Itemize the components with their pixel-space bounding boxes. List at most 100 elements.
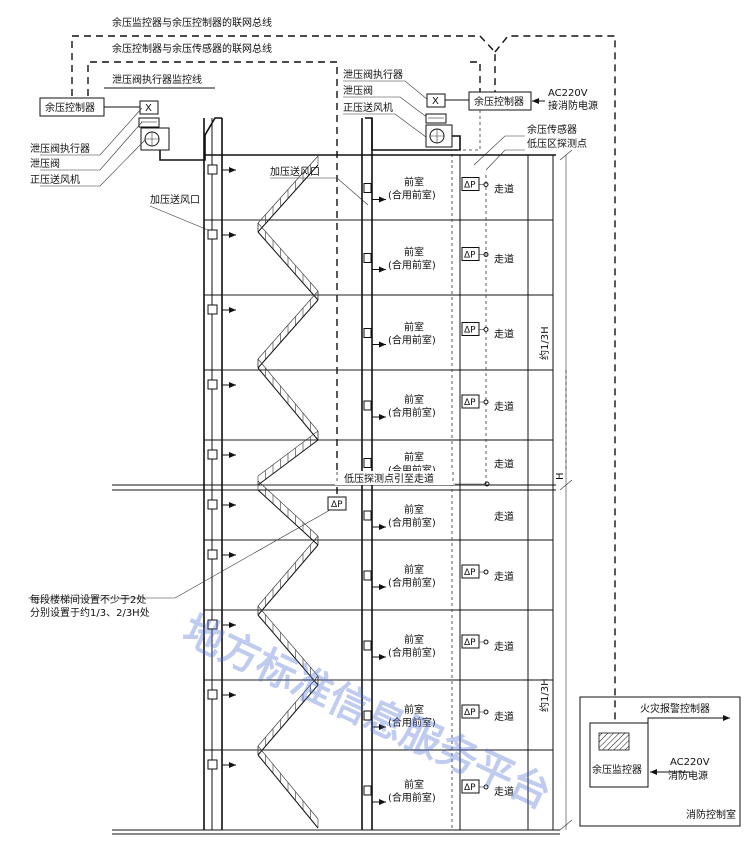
anteroom-label: 前室	[404, 321, 424, 334]
corridor-label: 走道	[494, 785, 514, 798]
monitor-box	[589, 722, 649, 788]
staircase	[257, 155, 319, 829]
probe-note: 低压探测点引至走道	[335, 471, 490, 487]
control-room-name: 消防控制室	[686, 808, 736, 821]
pressure-sensor	[461, 247, 480, 261]
control-power-line1: AC220V	[670, 757, 710, 768]
stair-supply-outlet	[207, 499, 218, 510]
anteroom-label: 前室	[404, 703, 424, 716]
pressure-sensor	[461, 322, 480, 336]
sensor-label: 余压传感器	[527, 123, 577, 136]
anteroom-label: 前室	[404, 778, 424, 791]
bus-controller-sensor: 余压控制器与余压传感器的联网总线	[87, 42, 481, 505]
probe-label: 低压区探测点	[527, 137, 587, 150]
dim-upper: 约1/3H	[538, 326, 551, 360]
fire-control-room: 余压监控器 火灾报警控制器 AC220V 消防电源 消防控制室	[579, 696, 741, 827]
right-controller-group: 泄压阀执行器 泄压阀 正压送风机 X 余压控制器 AC220V 接消防电源 余压…	[270, 68, 598, 206]
corridor-label: 走道	[494, 710, 514, 723]
left-valve-label: 泄压阀	[30, 157, 60, 170]
anteroom-supply-outlet	[363, 710, 372, 721]
dim-lower: 约1/3H	[538, 678, 551, 712]
left-controller-group: 余压控制器 泄压阀执行器监控线 X 泄压阀执行器 泄压阀 正压送风机 加压送风口	[30, 73, 222, 231]
anteroom-label: 前室	[404, 503, 424, 516]
anteroom-supply-outlet	[363, 183, 372, 193]
corridor-label: 走道	[494, 400, 514, 413]
stair-supply-outlet	[207, 304, 218, 315]
right-valve-label: 泄压阀	[343, 84, 373, 97]
left-relief-valve	[138, 117, 160, 128]
left-fan-label: 正压送风机	[30, 173, 80, 186]
left-actuator-label: 泄压阀执行器	[30, 142, 90, 155]
corridor-label: 走道	[494, 640, 514, 653]
fire-alarm-label: 火灾报警控制器	[640, 702, 710, 715]
dim-total: H	[555, 472, 566, 480]
anteroom-supply-outlet	[363, 510, 372, 521]
control-room-border	[579, 696, 741, 827]
anteroom-supply-outlet	[363, 570, 372, 581]
dimensions: 约1/3H 约1/3H H	[538, 326, 566, 712]
pressure-sensor-symbol: ΔP	[464, 783, 476, 793]
pressure-sensor	[461, 177, 480, 191]
anteroom-label: 前室	[404, 393, 424, 406]
anteroom-label: 前室	[404, 176, 424, 189]
corridor-label: 走道	[494, 328, 514, 341]
right-controller-label: 余压控制器	[474, 95, 524, 108]
bus-monitor-controller-label: 余压监控器与余压控制器的联网总线	[112, 16, 272, 29]
stair-note-line1: 每段楼梯间设置不少于2处	[30, 593, 146, 606]
probe-point	[483, 709, 489, 715]
probe-note-label: 低压探测点引至走道	[344, 472, 434, 485]
pressure-sensor-symbol: ΔP	[464, 398, 476, 408]
pressure-sensor-symbol: ΔP	[464, 638, 476, 648]
probe-point	[483, 327, 489, 332]
anteroom-sub-label: (合用前室)	[388, 406, 436, 419]
anteroom-supply-outlet	[363, 640, 372, 651]
anteroom-sub-label: (合用前室)	[388, 334, 436, 347]
stair-supply-outlet	[207, 379, 218, 390]
corridor-label: 走道	[494, 253, 514, 266]
left-actuator-x: X	[145, 103, 152, 114]
right-actuator-x: X	[432, 96, 439, 107]
pressure-sensor	[461, 779, 480, 794]
corridor-label: 走道	[494, 458, 514, 471]
anteroom-supply-outlet	[363, 400, 372, 411]
stair-supply-outlet	[207, 164, 218, 175]
pressure-sensor-symbol: ΔP	[464, 708, 476, 718]
left-outlet-label: 加压送风口	[150, 193, 200, 206]
monitor-screen	[598, 732, 630, 751]
bus-monitor-controller: 余压监控器与余压控制器的联网总线	[71, 16, 616, 760]
pressure-sensor	[461, 394, 480, 409]
right-outlet-label: 加压送风口	[270, 165, 320, 178]
pressure-sensor	[461, 564, 480, 579]
anteroom-sub-label: (合用前室)	[388, 516, 436, 529]
left-controller-label: 余压控制器	[45, 101, 95, 114]
stair-supply-outlet	[207, 549, 218, 560]
probe-point	[483, 639, 489, 645]
bus-controller-sensor-label: 余压控制器与余压传感器的联网总线	[112, 42, 272, 55]
right-fan-label: 正压送风机	[343, 101, 393, 114]
left-actuator-line-label: 泄压阀执行器监控线	[112, 73, 202, 86]
pressure-sensor	[461, 634, 480, 649]
anteroom-supply-outlet	[363, 253, 372, 263]
control-power-line2: 消防电源	[668, 769, 708, 782]
anteroom-sub-label: (合用前室)	[388, 716, 436, 729]
anteroom-sub-label: (合用前室)	[388, 576, 436, 589]
monitor-label: 余压监控器	[592, 763, 642, 776]
stair-sensor-symbol: ΔP	[331, 500, 343, 510]
anteroom-label: 前室	[404, 246, 424, 259]
right-power-line1: AC220V	[548, 88, 588, 99]
anteroom-label: 前室	[404, 451, 424, 464]
stair-note-line2: 分别设置于约1/3、2/3H处	[30, 606, 150, 619]
right-controller-box	[468, 91, 532, 111]
stair-supply-outlet	[207, 689, 218, 700]
probe-point	[483, 569, 489, 575]
right-power-line2: 接消防电源	[548, 99, 598, 112]
left-actuator-x-box	[139, 100, 159, 115]
anteroom-supply-outlet	[363, 785, 372, 796]
anteroom-sub-label: (合用前室)	[388, 259, 436, 272]
anteroom-label: 前室	[404, 563, 424, 576]
pressure-sensor-symbol: ΔP	[464, 568, 476, 578]
corridor-label: 走道	[494, 183, 514, 196]
corridor-label: 走道	[494, 570, 514, 583]
right-relief-valve	[425, 113, 447, 124]
probe-point	[483, 252, 489, 257]
